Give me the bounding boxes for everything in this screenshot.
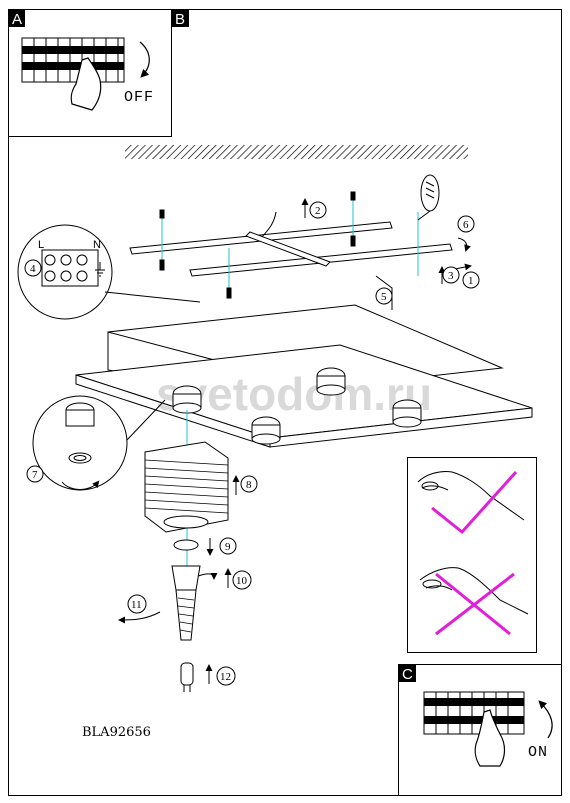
socket-2	[316, 367, 346, 396]
step-12: 12	[220, 671, 231, 683]
step-6: 6	[463, 219, 469, 231]
socket-1	[172, 385, 202, 414]
screws	[159, 191, 419, 299]
step-4: 4	[30, 263, 36, 275]
lamp-shade	[144, 441, 229, 533]
fixing-ring	[173, 539, 199, 551]
terminal-label-l: L	[38, 239, 44, 251]
panel-b-label-box	[172, 10, 189, 27]
socket-3	[251, 416, 281, 445]
rotate-arrow-icon	[139, 41, 150, 78]
ceiling-hatch	[125, 145, 468, 159]
cable	[261, 211, 277, 238]
cross-mark-1	[431, 470, 518, 535]
hand-touching-bulb-icon	[417, 471, 525, 521]
panel-a-label: A	[12, 11, 22, 28]
step-7: 7	[32, 469, 38, 481]
switch-off-label: OFF	[124, 89, 154, 106]
panel-a: A OFF	[8, 9, 172, 137]
socket-ring-detail	[32, 395, 166, 491]
step-labels: 1 2 3 4 5 6 7 8 9 10 11 12	[24, 201, 480, 686]
step-1: 1	[468, 275, 474, 287]
step-5: 5	[381, 291, 387, 303]
panel-c-label-box	[399, 665, 416, 682]
sockets	[172, 367, 422, 445]
step-10: 10	[236, 575, 248, 587]
lamp-holder	[171, 565, 201, 641]
switch-on-label: ON	[528, 744, 548, 761]
hand-with-cloth-icon	[419, 567, 529, 615]
ground-icon	[95, 262, 105, 277]
terminal-block-detail: L N	[17, 224, 201, 320]
panel-a-label-box	[9, 10, 25, 27]
step-3: 3	[448, 270, 454, 282]
panel-b-label: B	[175, 11, 185, 28]
cross-mark-2	[435, 572, 515, 636]
handling-warning-panel	[407, 457, 537, 653]
socket-4	[392, 399, 422, 428]
screw-detail	[417, 174, 440, 221]
panel-b-frame	[8, 9, 562, 796]
hand-icon-c	[474, 709, 506, 767]
panel-c-label: C	[402, 666, 413, 683]
step-2: 2	[315, 205, 321, 217]
watermark: svetodom.ru	[156, 368, 432, 420]
mounting-rails	[129, 221, 453, 277]
hand-icon	[70, 57, 102, 111]
rotate-arrow-icon-c	[538, 700, 553, 739]
bulb-icon	[180, 662, 194, 692]
breaker-panel-off	[21, 37, 125, 83]
step-8: 8	[246, 479, 252, 491]
terminal-label-n: N	[93, 239, 101, 251]
model-code: BLA92656	[82, 725, 151, 740]
step-arrows	[118, 198, 472, 684]
step-9: 9	[225, 541, 231, 553]
breaker-panel-on	[423, 691, 525, 735]
step-11: 11	[131, 599, 142, 611]
panel-c: C ON	[398, 664, 562, 796]
